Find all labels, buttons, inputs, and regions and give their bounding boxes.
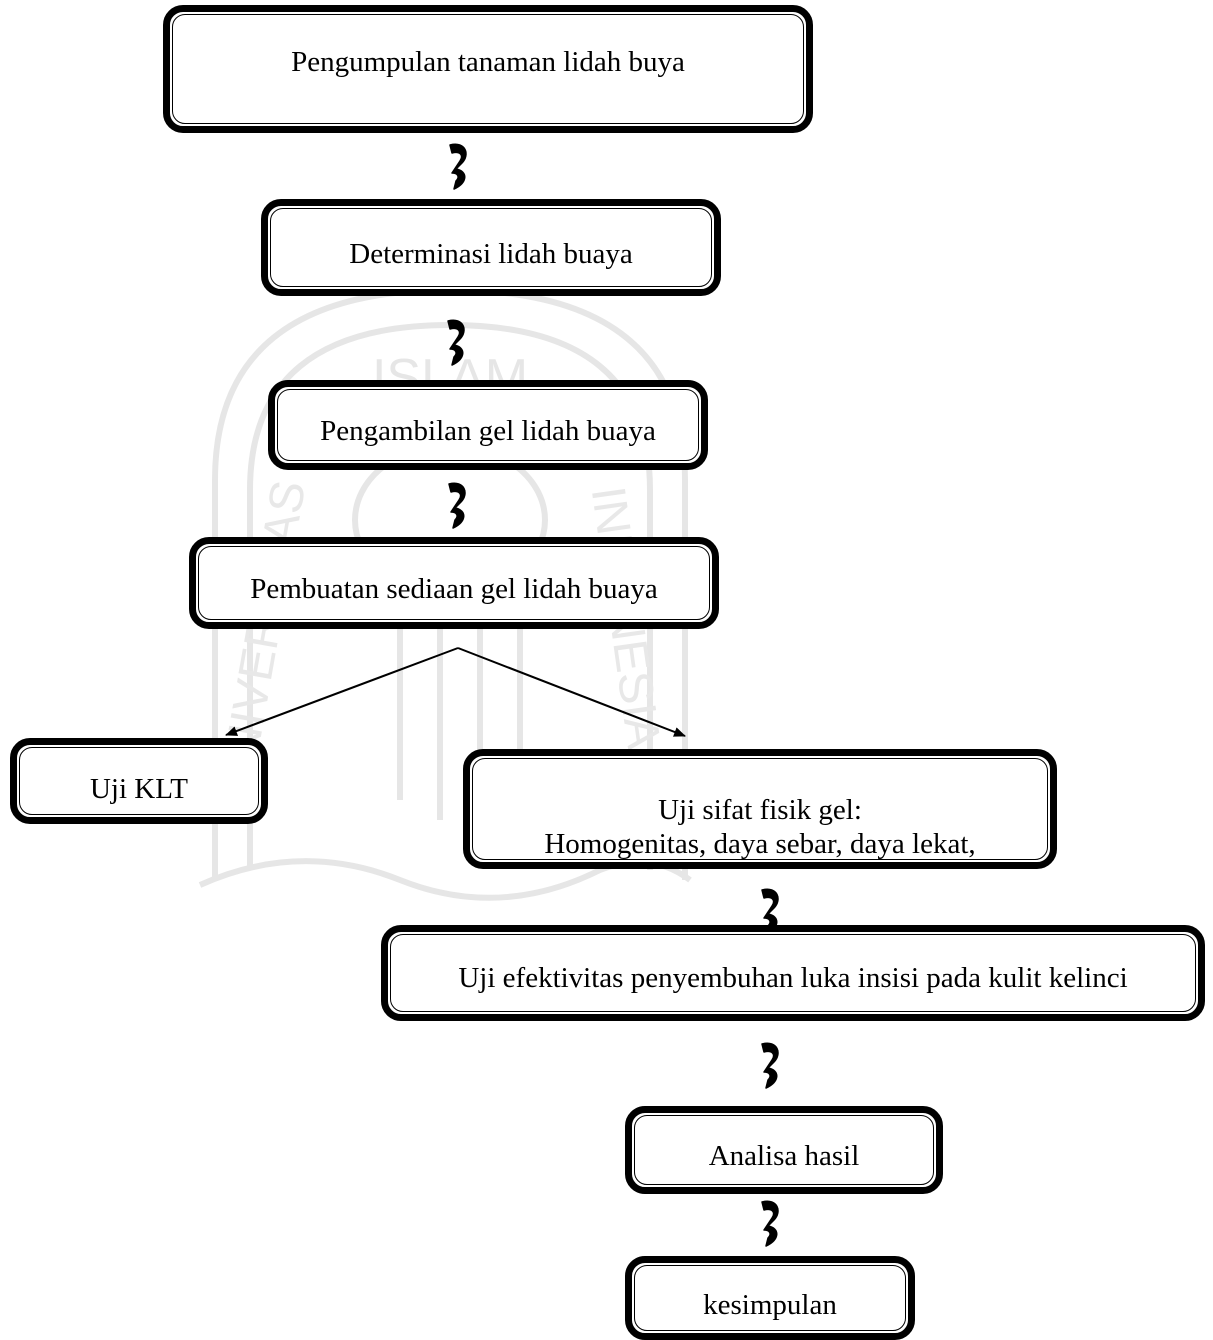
step-uji-efektivitas: Uji efektivitas penyembuhan luka insisi … — [381, 925, 1205, 1021]
step-label: Uji KLT — [89, 773, 189, 805]
step-determinasi: Determinasi lidah buaya — [261, 199, 721, 296]
down-arrow-3 — [448, 482, 466, 529]
step-label: Determinasi lidah buaya — [349, 238, 633, 270]
down-arrow-6 — [761, 1200, 779, 1247]
branch-arrow-left — [225, 647, 459, 736]
step-analisa-hasil: Analisa hasil — [625, 1106, 943, 1194]
step-pengambilan-gel: Pengambilan gel lidah buaya — [268, 380, 708, 470]
step-label: Uji sifat fisik gel: — [658, 794, 862, 826]
step-label-detail: Homogenitas, daya sebar, daya lekat, — [544, 828, 976, 860]
step-label: Uji efektivitas penyembuhan luka insisi … — [458, 962, 1128, 994]
step-pembuatan-sediaan: Pembuatan sediaan gel lidah buaya — [189, 537, 719, 629]
down-arrow-5 — [761, 1042, 779, 1089]
step-kesimpulan: kesimpulan — [625, 1256, 915, 1340]
step-label: Pengumpulan tanaman lidah buya — [291, 46, 685, 78]
step-label: Pengambilan gel lidah buaya — [320, 415, 656, 447]
down-arrow-1 — [449, 143, 467, 190]
step-label: Pembuatan sediaan gel lidah buaya — [250, 573, 658, 605]
step-label: Analisa hasil — [708, 1140, 860, 1172]
step-label: kesimpulan — [703, 1289, 837, 1321]
branch-arrow-right — [457, 647, 686, 737]
step-uji-sifat-fisik: Uji sifat fisik gel: Homogenitas, daya s… — [463, 749, 1057, 869]
step-pengumpulan: Pengumpulan tanaman lidah buya — [163, 5, 813, 133]
down-arrow-2 — [447, 319, 465, 366]
step-uji-klt: Uji KLT — [10, 738, 268, 824]
